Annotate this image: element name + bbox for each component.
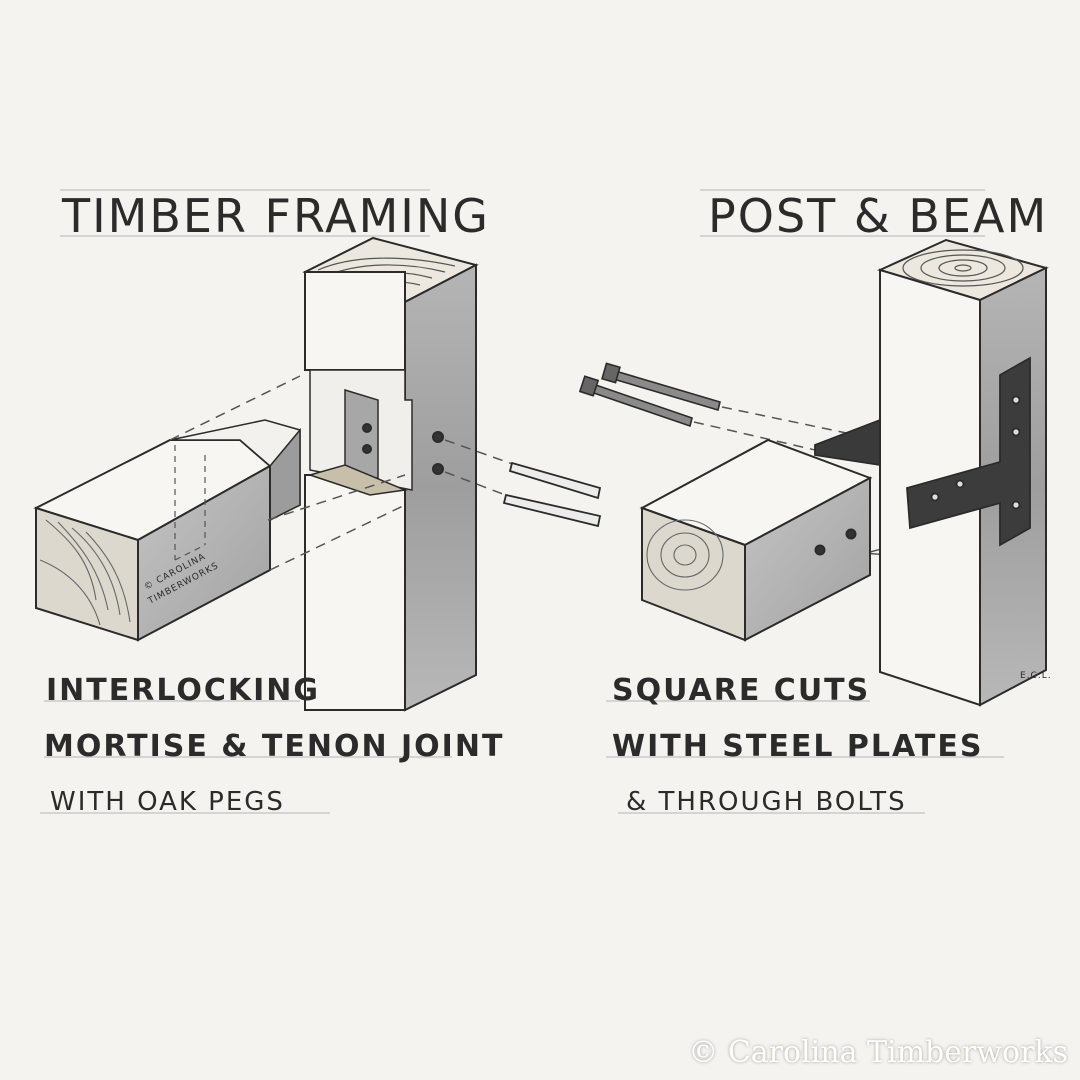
square-cut-beam	[639, 438, 873, 642]
post-and-beam-title: POST & BEAM	[708, 189, 1048, 243]
timber-dashed-guides	[169, 375, 519, 571]
label-with-oak-pegs: WITH OAK PEGS	[50, 787, 285, 817]
timber-framing-labels: INTERLOCKING MORTISE & TENON JOINT WITH …	[40, 673, 504, 817]
timber-framing-title-group: TIMBER FRAMING	[60, 189, 490, 243]
label-interlocking: INTERLOCKING	[46, 673, 320, 708]
copyright-watermark: © Carolina Timberworks	[688, 1035, 1068, 1070]
oak-pegs	[502, 461, 602, 528]
timber-framing-title: TIMBER FRAMING	[61, 189, 490, 243]
label-mortise-tenon: MORTISE & TENON JOINT	[44, 729, 504, 764]
oak-peg-top	[508, 461, 602, 500]
artist-initials: E.C.L.	[1020, 671, 1052, 681]
post-and-beam-title-group: POST & BEAM	[700, 189, 1048, 243]
timber-beam-with-tenon	[33, 419, 301, 642]
label-through-bolts: & THROUGH BOLTS	[626, 787, 907, 817]
t-steel-plate	[906, 356, 1031, 547]
oak-peg-bottom	[502, 493, 602, 528]
label-square-cuts: SQUARE CUTS	[612, 673, 870, 708]
label-steel-plates: WITH STEEL PLATES	[612, 729, 983, 764]
through-bolts	[578, 362, 721, 428]
steel-plate-behind	[814, 418, 881, 467]
post-beam-labels: SQUARE CUTS WITH STEEL PLATES & THROUGH …	[606, 673, 1004, 817]
timber-post	[302, 236, 479, 712]
